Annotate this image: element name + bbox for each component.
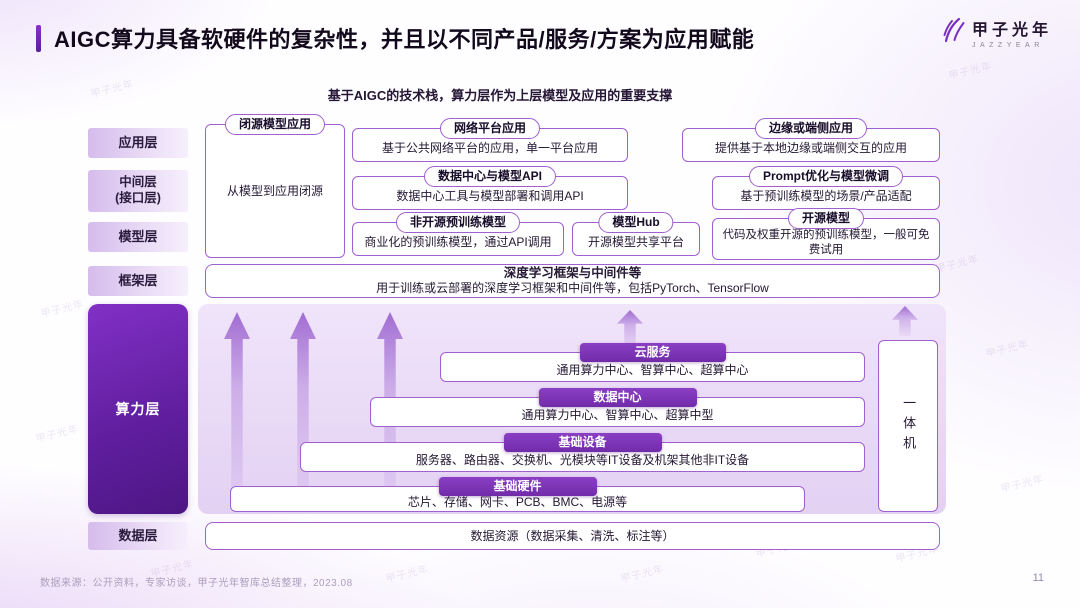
datacenter-model-api-box: 数据中心与模型API 数据中心工具与模型部署和调用API	[352, 166, 628, 210]
model-hub-title: 模型Hub	[598, 212, 674, 233]
layer-label-application: 应用层	[88, 128, 188, 158]
watermark: 甲子光年	[934, 253, 981, 276]
all-in-one-machine-title: 一体机	[901, 396, 917, 456]
jazzyear-logo: 甲子光年 JAZZYEAR	[939, 16, 1052, 49]
slide-subtitle: 基于AIGC的技术栈，算力层作为上层模型及应用的重要支撑	[327, 88, 673, 103]
closed-pretrain-model-title: 非开源预训练模型	[395, 212, 521, 233]
layer-label-middle: 中间层 (接口层)	[88, 170, 188, 212]
basic-equipment-box: 基础设备 服务器、路由器、交换机、光模块等IT设备及机架其他非IT设备	[300, 433, 865, 472]
open-model-body: 代码及权重开源的预训练模型，一般可免费试用	[722, 229, 930, 256]
open-model-title: 开源模型	[787, 208, 865, 229]
data-layer-box: 数据资源（数据采集、清洗、标注等）	[205, 522, 940, 550]
edge-app-box: 边缘或端侧应用 提供基于本地边缘或端侧交互的应用	[682, 118, 940, 162]
datacenter-title: 数据中心	[538, 388, 697, 407]
prompt-tuning-title: Prompt优化与模型微调	[748, 166, 904, 187]
watermark: 甲子光年	[984, 338, 1031, 361]
model-hub-body: 开源模型共享平台	[587, 235, 684, 249]
watermark: 甲子光年	[947, 60, 994, 83]
cloud-service-box: 云服务 通用算力中心、智算中心、超算中心	[440, 343, 865, 382]
page-title: AIGC算力具备软硬件的复杂性，并且以不同产品/服务/方案为应用赋能	[54, 27, 755, 52]
cloud-service-body: 通用算力中心、智算中心、超算中心	[556, 363, 749, 377]
layer-label-middle-line1: 中间层	[119, 175, 157, 190]
watermark: 甲子光年	[999, 473, 1046, 496]
basic-hardware-title: 基础硬件	[438, 477, 597, 496]
closed-model-app-box: 闭源模型应用 从模型到应用闭源	[205, 114, 345, 258]
jazzyear-logo-icon	[939, 16, 965, 49]
prompt-tuning-box: Prompt优化与模型微调 基于预训练模型的场景/产品适配	[712, 166, 940, 210]
prompt-tuning-body: 基于预训练模型的场景/产品适配	[740, 189, 912, 203]
watermark: 甲子光年	[39, 298, 86, 321]
model-hub-box: 模型Hub 开源模型共享平台	[572, 212, 700, 256]
network-platform-app-box: 网络平台应用 基于公共网络平台的应用，单一平台应用	[352, 118, 628, 162]
basic-equipment-body: 服务器、路由器、交换机、光模块等IT设备及机架其他非IT设备	[415, 453, 750, 467]
network-platform-app-title: 网络平台应用	[439, 118, 541, 139]
cloud-service-title: 云服务	[579, 343, 726, 362]
framework-layer-title: 深度学习框架与中间件等	[503, 265, 642, 280]
watermark: 甲子光年	[34, 423, 81, 446]
framework-layer-box: 深度学习框架与中间件等 用于训练或云部署的深度学习框架和中间件等，包括PyTor…	[205, 264, 940, 298]
page-number: 11	[1032, 572, 1044, 584]
open-model-box: 开源模型 代码及权重开源的预训练模型，一般可免费试用	[712, 208, 940, 260]
closed-pretrain-model-body: 商业化的预训练模型，通过API调用	[364, 235, 552, 249]
network-platform-app-body: 基于公共网络平台的应用，单一平台应用	[381, 141, 598, 155]
layer-label-compute: 算力层	[88, 304, 188, 514]
closed-model-app-body: 从模型到应用闭源	[226, 183, 323, 198]
edge-app-body: 提供基于本地边缘或端侧交互的应用	[714, 141, 907, 155]
datacenter-model-api-body: 数据中心工具与模型部署和调用API	[396, 189, 584, 203]
logo-subtext: JAZZYEAR	[971, 42, 1044, 49]
layer-label-data: 数据层	[88, 522, 188, 550]
watermark: 甲子光年	[384, 563, 431, 586]
watermark: 甲子光年	[619, 563, 666, 586]
framework-layer-body: 用于训练或云部署的深度学习框架和中间件等，包括PyTorch、TensorFlo…	[376, 281, 769, 296]
datacenter-body: 通用算力中心、智算中心、超算中型	[521, 408, 714, 422]
basic-hardware-body: 芯片、存储、网卡、PCB、BMC、电源等	[407, 494, 628, 509]
layer-label-middle-line2: (接口层)	[115, 191, 161, 205]
layer-label-model: 模型层	[88, 222, 188, 252]
title-accent-bar	[36, 25, 41, 52]
closed-model-app-title: 闭源模型应用	[224, 114, 326, 135]
datacenter-box: 数据中心 通用算力中心、智算中心、超算中型	[370, 388, 865, 427]
all-in-one-machine-box: 一体机	[878, 340, 938, 512]
datacenter-model-api-title: 数据中心与模型API	[423, 166, 557, 187]
logo-name: 甲子光年	[971, 22, 1052, 39]
edge-app-title: 边缘或端侧应用	[754, 118, 868, 139]
source-note: 数据来源：公开资料，专家访谈，甲子光年智库总结整理，2023.08	[40, 578, 353, 589]
basic-equipment-title: 基础设备	[503, 433, 662, 452]
data-layer-body: 数据资源（数据采集、清洗、标注等）	[470, 528, 675, 543]
basic-hardware-box: 基础硬件 芯片、存储、网卡、PCB、BMC、电源等	[230, 477, 805, 512]
closed-pretrain-model-box: 非开源预训练模型 商业化的预训练模型，通过API调用	[352, 212, 564, 256]
layer-label-framework: 框架层	[88, 266, 188, 296]
